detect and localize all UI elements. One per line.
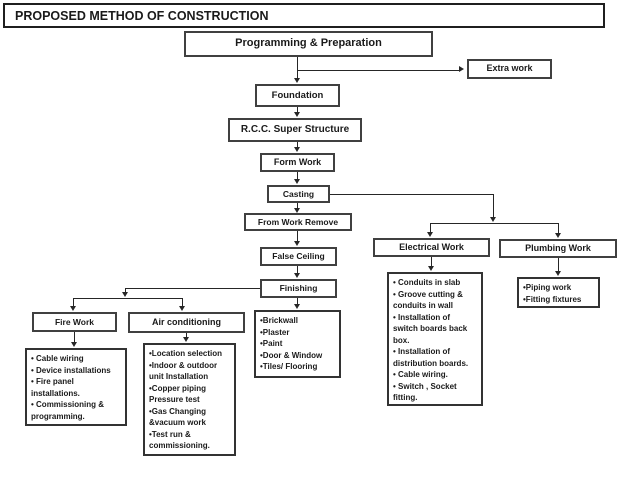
list-electrical-details: • Conduits in slab • Groove cutting & co… (387, 272, 483, 406)
node-rcc-super-structure: R.C.C. Super Structure (228, 118, 362, 142)
arrowhead-to-casting (294, 179, 300, 184)
connector-casting-formremove (297, 203, 299, 209)
arrowhead-to-plumbing (555, 233, 561, 238)
arrowhead-to-extra-work (459, 66, 464, 72)
list-plumbing-details: •Piping work •Fitting fixtures (517, 277, 600, 308)
connector-to-electrical (430, 223, 432, 233)
arrowhead-to-form-work (294, 147, 300, 152)
connector-formremove-falseceiling (297, 231, 299, 242)
arrowhead-to-air-conditioning (179, 306, 185, 311)
connector-falseceiling-finishing (297, 266, 299, 274)
connector-formwork-casting (297, 172, 299, 180)
connector-left-branch-down (125, 288, 127, 293)
connector-air-details (186, 333, 188, 338)
list-air-conditioning-details: •Location selection •Indoor & outdoor un… (143, 343, 236, 456)
slide-title: PROPOSED METHOD OF CONSTRUCTION (15, 8, 269, 23)
connector-fire-details (74, 332, 76, 343)
connector-to-extra-work (298, 70, 459, 72)
connector-casting-right (330, 194, 494, 196)
arrowhead-left-branch-split (122, 292, 128, 297)
node-form-work: Form Work (260, 153, 335, 172)
arrowhead-to-false-ceiling (294, 241, 300, 246)
slide-title-box: PROPOSED METHOD OF CONSTRUCTION (3, 3, 605, 28)
node-plumbing-work: Plumbing Work (499, 239, 617, 258)
node-foundation: Foundation (255, 84, 340, 107)
node-electrical-work: Electrical Work (373, 238, 490, 257)
arrowhead-to-electrical (427, 232, 433, 237)
connector-finishing-left (125, 288, 260, 290)
connector-to-plumbing (558, 223, 560, 234)
arrowhead-to-plumbing-details (555, 271, 561, 276)
connector-programming-down (297, 57, 299, 79)
connector-electrical-details (431, 257, 433, 267)
node-false-ceiling: False Ceiling (260, 247, 337, 266)
arrowhead-to-foundation (294, 78, 300, 83)
arrowhead-to-from-work-remove (294, 208, 300, 213)
connector-branch-down (493, 194, 495, 218)
node-air-conditioning: Air conditioning (128, 312, 245, 333)
arrowhead-to-finishing (294, 273, 300, 278)
node-extra-work: Extra work (467, 59, 552, 79)
node-casting: Casting (267, 185, 330, 203)
node-finishing: Finishing (260, 279, 337, 298)
arrowhead-to-rcc (294, 112, 300, 117)
list-finishing-details: •Brickwall •Plaster •Paint •Door & Windo… (254, 310, 341, 378)
node-programming-preparation: Programming & Preparation (184, 31, 433, 57)
connector-rcc-formwork (297, 142, 299, 148)
connector-elec-plumb-splitter (430, 223, 559, 225)
arrowhead-to-fire-work (70, 306, 76, 311)
node-from-work-remove: From Work Remove (244, 213, 352, 231)
connector-foundation-rcc (297, 107, 299, 113)
arrowhead-to-air-details (183, 337, 189, 342)
connector-finishing-details (297, 298, 299, 305)
connector-fire-air-splitter (73, 298, 183, 300)
node-fire-work: Fire Work (32, 312, 117, 332)
arrowhead-to-electrical-details (428, 266, 434, 271)
arrowhead-to-finishing-details (294, 304, 300, 309)
arrowhead-to-fire-details (71, 342, 77, 347)
connector-to-fire-work (73, 298, 75, 307)
arrowhead-branch-split (490, 217, 496, 222)
connector-plumbing-details (558, 258, 560, 272)
list-fire-work-details: • Cable wiring • Device installations • … (25, 348, 127, 426)
connector-to-air-conditioning (182, 298, 184, 307)
